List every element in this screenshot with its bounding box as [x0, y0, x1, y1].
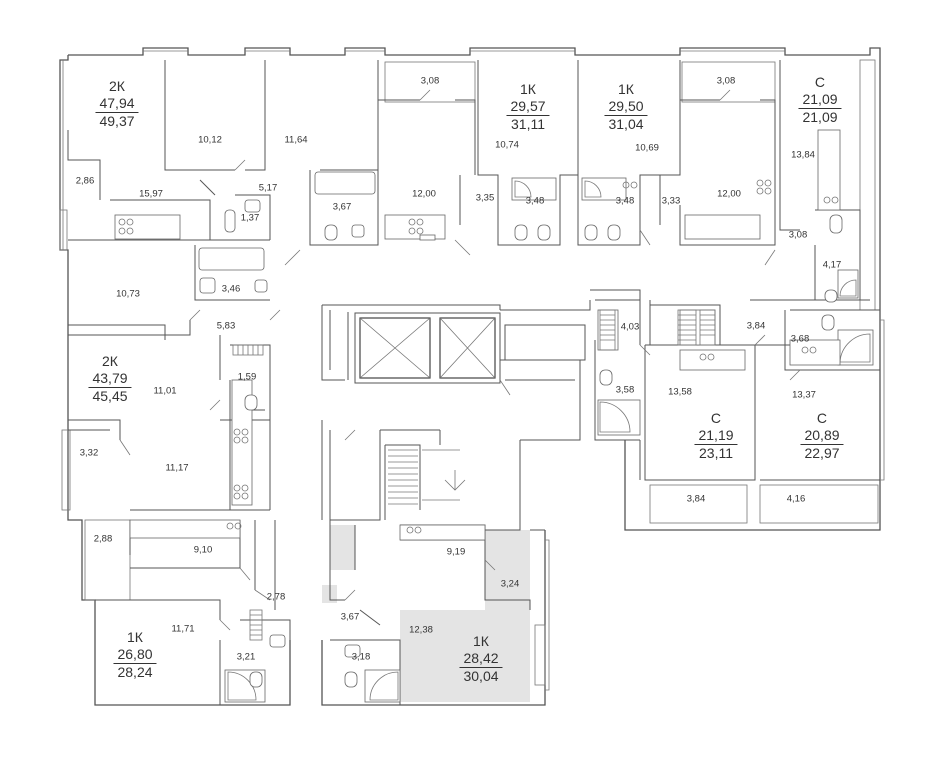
total-area: 31,11 — [510, 116, 545, 132]
windows — [62, 50, 885, 691]
room-area: 15,97 — [139, 188, 163, 200]
apartment-type: 1К — [618, 81, 634, 97]
room-area: 11,17 — [165, 462, 189, 474]
total-area: 22,97 — [804, 445, 840, 461]
apartment-type: 1К — [473, 633, 489, 649]
room-area: 3,24 — [500, 578, 520, 590]
room-area: 3,84 — [686, 493, 706, 505]
room-area: 2,78 — [266, 591, 286, 603]
apartment-label: 1К 29,50 31,04 — [604, 81, 648, 133]
sanitary-fixtures — [199, 199, 843, 688]
total-area: 49,37 — [99, 113, 135, 129]
room-area: 3,08 — [420, 75, 440, 87]
room-area: 10,73 — [116, 288, 140, 300]
apartment-type: 2К — [102, 353, 118, 369]
room-area: 3,58 — [615, 384, 635, 396]
room-area: 11,01 — [153, 385, 177, 397]
room-area: 5,83 — [216, 320, 236, 332]
bathtubs — [198, 171, 376, 271]
room-area: 3,84 — [746, 320, 766, 332]
room-area: 3,32 — [79, 447, 99, 459]
stairs — [388, 449, 466, 505]
total-area: 23,11 — [698, 445, 733, 461]
room-area: 2,88 — [93, 533, 113, 545]
total-area: 21,09 — [802, 109, 838, 125]
apartment-label: 2К 43,79 45,45 — [88, 353, 132, 405]
room-area: 3,48 — [525, 195, 545, 207]
room-area: 10,69 — [635, 142, 659, 154]
apartment-label: 1К 28,42 30,04 — [459, 633, 503, 685]
room-area: 3,48 — [615, 195, 635, 207]
living-area: 21,09 — [798, 91, 842, 109]
room-area: 3,33 — [661, 195, 681, 207]
total-area: 45,45 — [92, 388, 128, 404]
room-area: 5,17 — [258, 182, 278, 194]
living-area: 29,57 — [506, 98, 550, 116]
room-area: 12,00 — [412, 188, 436, 200]
hobs — [118, 179, 839, 534]
room-area: 4,17 — [822, 259, 842, 271]
apartment-label: С 21,09 21,09 — [798, 74, 842, 126]
room-area: 3,67 — [340, 611, 360, 623]
total-area: 30,04 — [463, 668, 499, 684]
room-area: 1,37 — [240, 212, 260, 224]
room-area: 10,12 — [198, 134, 222, 146]
apartment-label: С 20,89 22,97 — [800, 410, 844, 462]
apartment-type: 1К — [520, 81, 536, 97]
room-area: 3,35 — [475, 192, 495, 204]
apartment-type: С — [816, 410, 828, 426]
room-area: 10,74 — [495, 139, 519, 151]
living-area: 20,89 — [800, 427, 844, 445]
apartment-label: 1К 29,57 31,11 — [506, 81, 550, 133]
room-area: 4,03 — [620, 321, 640, 333]
apartment-label: С 21,19 23,11 — [694, 410, 738, 462]
living-area: 28,42 — [459, 650, 503, 668]
living-area: 47,94 — [95, 95, 139, 113]
room-area: 4,16 — [786, 493, 806, 505]
room-area: 11,64 — [284, 134, 308, 146]
kitchen-counters — [114, 129, 841, 541]
room-area: 9,10 — [193, 544, 213, 556]
room-area: 3,08 — [788, 229, 808, 241]
room-area: 9,19 — [446, 546, 466, 558]
apartment-label: 1К 26,80 28,24 — [113, 629, 157, 681]
living-area: 26,80 — [113, 646, 157, 664]
lift-shafts — [354, 312, 501, 384]
total-area: 28,24 — [117, 664, 153, 680]
room-area: 3,21 — [236, 651, 256, 663]
room-area: 3,68 — [790, 333, 810, 345]
room-area: 12,38 — [409, 624, 433, 636]
apartment-type: С — [710, 410, 722, 426]
apartment-label: 2К 47,94 49,37 — [95, 78, 139, 130]
room-area: 13,58 — [668, 386, 692, 398]
room-area: 13,37 — [792, 389, 816, 401]
wardrobes — [232, 309, 716, 641]
living-area: 29,50 — [604, 98, 648, 116]
room-area: 13,84 — [791, 149, 815, 161]
living-area: 43,79 — [88, 370, 132, 388]
living-area: 21,19 — [694, 427, 738, 445]
apartment-type: С — [814, 74, 826, 90]
room-area: 2,86 — [75, 175, 95, 187]
room-area: 3,67 — [332, 201, 352, 213]
room-area: 3,18 — [351, 651, 371, 663]
doors — [119, 89, 801, 631]
room-area: 12,00 — [717, 188, 741, 200]
room-area: 11,71 — [171, 623, 195, 635]
apartment-type: 2К — [109, 78, 125, 94]
outer-walls — [59, 47, 881, 706]
total-area: 31,04 — [608, 116, 644, 132]
room-area: 3,46 — [221, 283, 241, 295]
room-area: 1,59 — [237, 371, 257, 383]
room-area: 3,08 — [716, 75, 736, 87]
apartment-type: 1К — [127, 629, 143, 645]
